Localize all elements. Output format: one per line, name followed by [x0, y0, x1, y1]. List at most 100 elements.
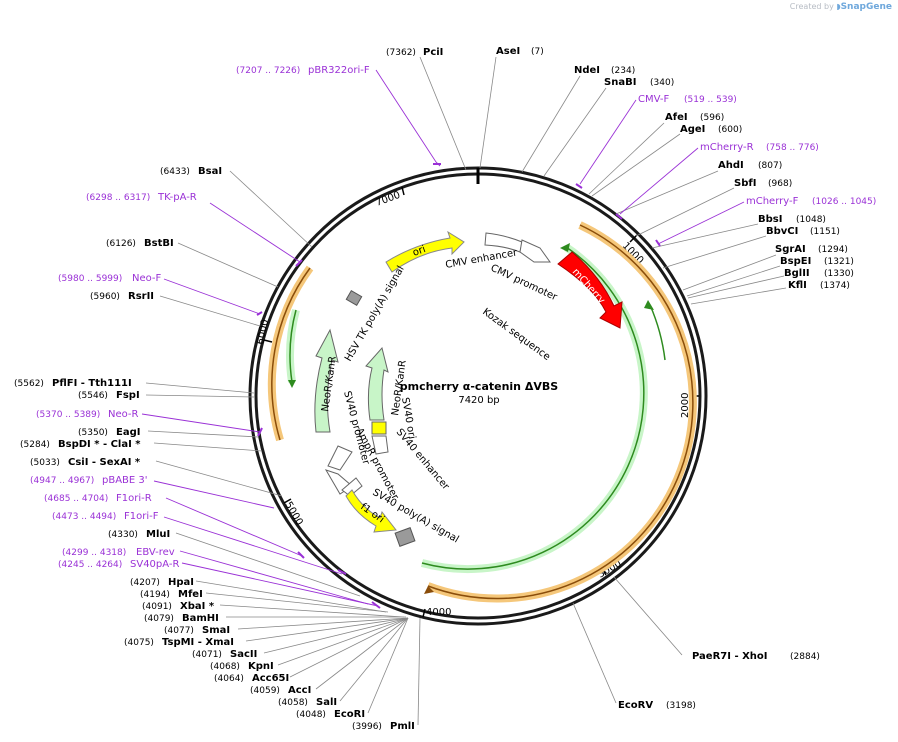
- svg-text:PflFI - Tth111I: PflFI - Tth111I: [52, 378, 132, 389]
- svg-text:(6126): (6126): [106, 239, 136, 249]
- svg-text:(5033): (5033): [30, 458, 60, 468]
- site-labels: (7362)PciI AseI(7) NdeI(234) SnaBI(340) …: [14, 46, 854, 732]
- primer-neo-r[interactable]: (5370 .. 5389)Neo-R: [36, 409, 139, 420]
- primer-mcherry-r[interactable]: mCherry-R(758 .. 776): [700, 142, 819, 153]
- primer-pbabe-3[interactable]: (4947 .. 4967)pBABE 3': [30, 475, 148, 486]
- site-afei[interactable]: AfeI(596): [665, 112, 724, 123]
- site-clai[interactable]: (5284)BspDI * - ClaI *: [20, 439, 141, 450]
- label-sv40-enhancer: SV40 enhancer: [394, 427, 452, 493]
- svg-text:(4077): (4077): [164, 626, 194, 636]
- svg-text:SV40pA-R: SV40pA-R: [130, 559, 179, 570]
- svg-text:Acc65I: Acc65I: [252, 673, 289, 684]
- svg-text:KpnI: KpnI: [248, 661, 274, 672]
- svg-text:BspEI: BspEI: [780, 256, 811, 267]
- site-pmli[interactable]: (3996)PmlI: [352, 721, 415, 732]
- svg-text:(4091): (4091): [142, 602, 172, 612]
- site-bspei[interactable]: BspEI(1321): [780, 256, 854, 267]
- svg-text:(4685 .. 4704): (4685 .. 4704): [44, 494, 108, 504]
- feature-gray-box-bottom[interactable]: [394, 527, 416, 547]
- svg-text:AccI: AccI: [288, 685, 311, 696]
- site-xbai[interactable]: (4091) XbaI *: [142, 601, 215, 612]
- feature-sv40-ori-box[interactable]: [371, 421, 387, 435]
- site-sali[interactable]: (4058)SalI: [278, 697, 337, 708]
- svg-text:(758 .. 776): (758 .. 776): [766, 143, 819, 153]
- primer-f1ori-r[interactable]: (4685 .. 4704)F1ori-R: [44, 493, 152, 504]
- primer-cmv-f[interactable]: CMV-F(519 .. 539): [638, 94, 737, 105]
- site-sacii[interactable]: (4071)SacII: [192, 649, 257, 660]
- feature-sv40-promoter-arrow[interactable]: [371, 435, 389, 455]
- site-sgrai[interactable]: SgrAI(1294): [775, 244, 848, 255]
- svg-text:Neo-R: Neo-R: [108, 409, 139, 420]
- site-mlui[interactable]: (4330)MluI: [108, 529, 170, 540]
- primer-pbr322ori-f[interactable]: (7207 .. 7226)pBR322ori-F: [236, 65, 370, 76]
- site-xhoi[interactable]: PaeR7I - XhoI(2884): [692, 651, 820, 662]
- site-kpni[interactable]: (4068)KpnI: [210, 661, 274, 672]
- feature-mcherry-arrow[interactable]: [557, 251, 623, 329]
- site-smai[interactable]: (4077)SmaI: [164, 625, 230, 636]
- svg-text:TK-pA-R: TK-pA-R: [157, 192, 197, 203]
- svg-text:AseI: AseI: [496, 46, 520, 57]
- svg-text:PaeR7I - XhoI: PaeR7I - XhoI: [692, 651, 768, 662]
- svg-text:SacII: SacII: [230, 649, 257, 660]
- svg-text:EcoRI: EcoRI: [334, 709, 365, 720]
- site-bsai[interactable]: (6433)BsaI: [160, 166, 222, 177]
- site-sexai[interactable]: (5033)CsiI - SexAI *: [30, 457, 141, 468]
- site-bbsi[interactable]: BbsI(1048): [758, 214, 826, 225]
- site-bglii[interactable]: BglII(1330): [784, 268, 854, 279]
- feature-ampr-promoter-arrow[interactable]: [327, 445, 353, 471]
- site-agei[interactable]: AgeI(600): [680, 124, 742, 135]
- svg-text:(1026 .. 1045): (1026 .. 1045): [812, 197, 876, 207]
- svg-text:MfeI: MfeI: [178, 589, 203, 600]
- site-sbfi[interactable]: SbfI(968): [734, 178, 792, 189]
- svg-text:(5980 .. 5999): (5980 .. 5999): [58, 274, 122, 284]
- feature-cmv-promoter-arrow[interactable]: [519, 239, 551, 263]
- site-snabi[interactable]: SnaBI (340): [604, 77, 674, 88]
- site-eagi[interactable]: (5350)EagI: [78, 427, 140, 438]
- svg-text:(4064): (4064): [214, 674, 244, 684]
- site-kfli[interactable]: KflI(1374): [788, 280, 850, 291]
- orf-arcs: [267, 221, 697, 603]
- primer-labels: (7207 .. 7226)pBR322ori-F CMV-F(519 .. 5…: [30, 65, 876, 570]
- site-acci[interactable]: (4059)AccI: [250, 685, 311, 696]
- site-bstbi[interactable]: (6126) BstBI: [106, 238, 174, 249]
- feature-neor-outer-arrow[interactable]: [314, 328, 339, 433]
- site-ecori[interactable]: (4048)EcoRI: [296, 709, 365, 720]
- site-ahdi[interactable]: AhdI(807): [718, 160, 782, 171]
- site-asei[interactable]: AseI(7): [496, 46, 544, 57]
- site-bbvci[interactable]: BbvCI(1151): [766, 226, 840, 237]
- site-rsrii[interactable]: (5960)RsrII: [90, 291, 154, 302]
- site-xmai[interactable]: (4075)TspMI - XmaI: [124, 637, 234, 648]
- label-cmv-promoter: CMV promoter: [489, 263, 560, 304]
- site-pcii[interactable]: (7362)PciI: [386, 47, 443, 58]
- plasmid-name: pmcherry α-catenin ΔVBS: [400, 380, 558, 393]
- site-tth111i[interactable]: (5562) PflFI - Tth111I: [14, 378, 132, 389]
- site-mfei[interactable]: (4194)MfeI: [140, 589, 203, 600]
- primer-ebv-rev[interactable]: (4299 .. 4318)EBV-rev: [62, 547, 175, 558]
- svg-text:FspI: FspI: [116, 390, 140, 401]
- svg-text:BbsI: BbsI: [758, 214, 782, 225]
- site-acc65i[interactable]: (4064) Acc65I: [214, 673, 289, 684]
- plasmid-length: 7420 bp: [458, 395, 499, 406]
- svg-text:AhdI: AhdI: [718, 160, 744, 171]
- feature-ori-arrow[interactable]: [385, 230, 465, 273]
- svg-text:BglII: BglII: [784, 268, 810, 279]
- feature-neor-inner-arrow[interactable]: [365, 346, 389, 421]
- site-ndei[interactable]: NdeI(234): [574, 65, 635, 76]
- svg-text:XbaI *: XbaI *: [180, 601, 215, 612]
- svg-text:(5562): (5562): [14, 379, 44, 389]
- svg-text:BstBI: BstBI: [144, 238, 174, 249]
- primer-sv40pa-r[interactable]: (4245 .. 4264) SV40pA-R: [58, 559, 179, 570]
- primer-mcherry-f[interactable]: mCherry-F(1026 .. 1045): [746, 196, 876, 207]
- feature-hsv-tk-box[interactable]: [345, 289, 363, 307]
- primer-neo-f[interactable]: (5980 .. 5999)Neo-F: [58, 273, 162, 284]
- svg-text:(4245 .. 4264): (4245 .. 4264): [58, 560, 122, 570]
- site-bamhi[interactable]: (4079)BamHI: [144, 613, 219, 624]
- svg-text:(340): (340): [650, 78, 674, 88]
- site-ecorv[interactable]: EcoRV(3198): [618, 700, 696, 711]
- primer-tk-pa-r[interactable]: (6298 .. 6317)TK-pA-R: [86, 192, 197, 203]
- primer-f1ori-f[interactable]: (4473 .. 4494)F1ori-F: [52, 511, 159, 522]
- svg-text:SnaBI: SnaBI: [604, 77, 636, 88]
- site-hpai[interactable]: (4207)HpaI: [130, 577, 194, 588]
- feature-f1-ori-arrow[interactable]: [345, 489, 397, 533]
- site-fspi[interactable]: (5546)FspI: [78, 390, 140, 401]
